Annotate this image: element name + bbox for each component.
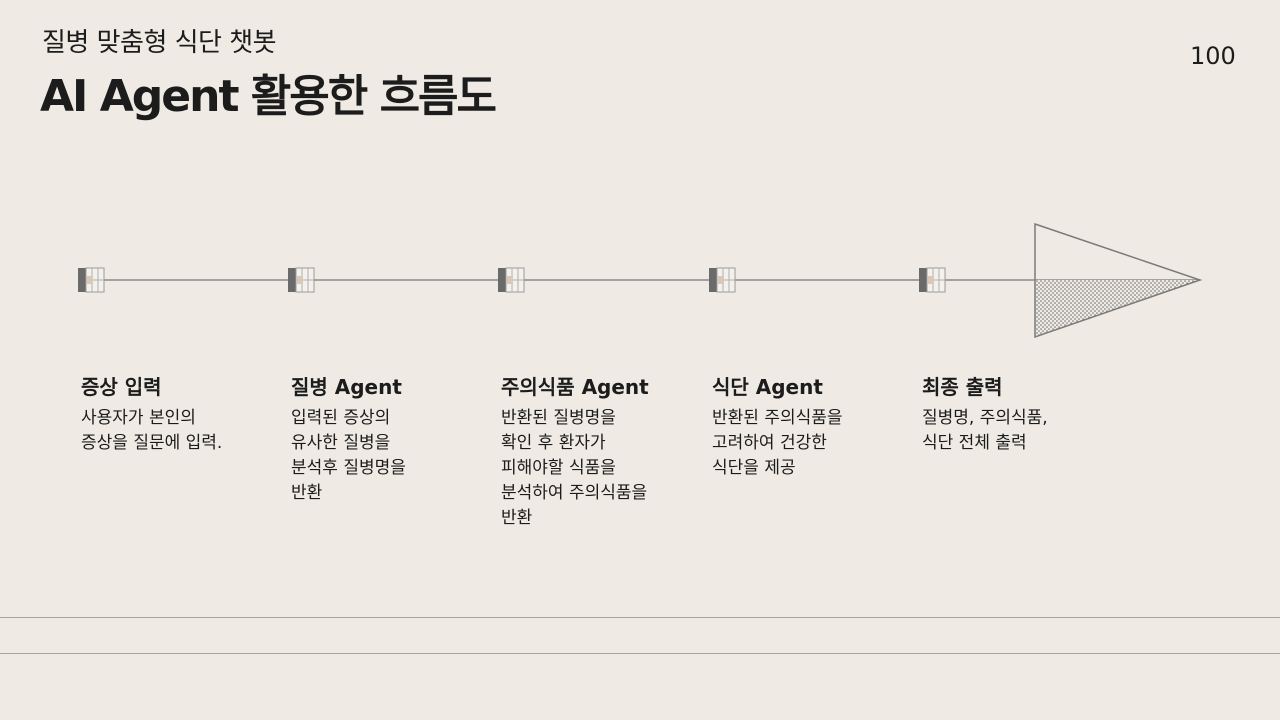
step-description: 반환된 질병명을 확인 후 환자가 피해야할 식품을 분석하여 주의식품을 반환 [501,408,648,528]
page-number: 100 [1190,42,1236,70]
flow-node-icon [498,267,525,293]
step-description: 반환된 주의식품을 고려하여 건강한 식단을 제공 [712,408,843,478]
step-title: 최종 출력 [922,375,1003,399]
flow-step: 식단 Agent 반환된 주의식품을 고려하여 건강한 식단을 제공 [712,374,912,481]
flow-step: 질병 Agent 입력된 증상의 유사한 질병을 분석후 질병명을 반환 [291,374,491,506]
step-title: 식단 Agent [712,375,823,399]
flow-step: 주의식품 Agent 반환된 질병명을 확인 후 환자가 피해야할 식품을 분석하… [501,374,701,531]
step-description: 사용자가 본인의 증상을 질문에 입력. [81,408,223,453]
flow-node-icon [709,267,736,293]
flow-node-icon [288,267,315,293]
step-title: 증상 입력 [81,375,162,399]
footer-rule-bottom [0,653,1280,654]
footer-rule-top [0,617,1280,618]
step-title: 주의식품 Agent [501,375,649,399]
flow-node-icon [78,267,105,293]
arrowhead-icon [1034,222,1203,339]
page-title: AI Agent 활용한 흐름도 [40,71,497,122]
step-description: 입력된 증상의 유사한 질병을 분석후 질병명을 반환 [291,408,406,503]
page-subtitle: 질병 맞춤형 식단 챗봇 [42,28,277,58]
step-description: 질병명, 주의식품, 식단 전체 출력 [922,408,1048,453]
step-title: 질병 Agent [291,375,402,399]
flow-node-icon [919,267,946,293]
